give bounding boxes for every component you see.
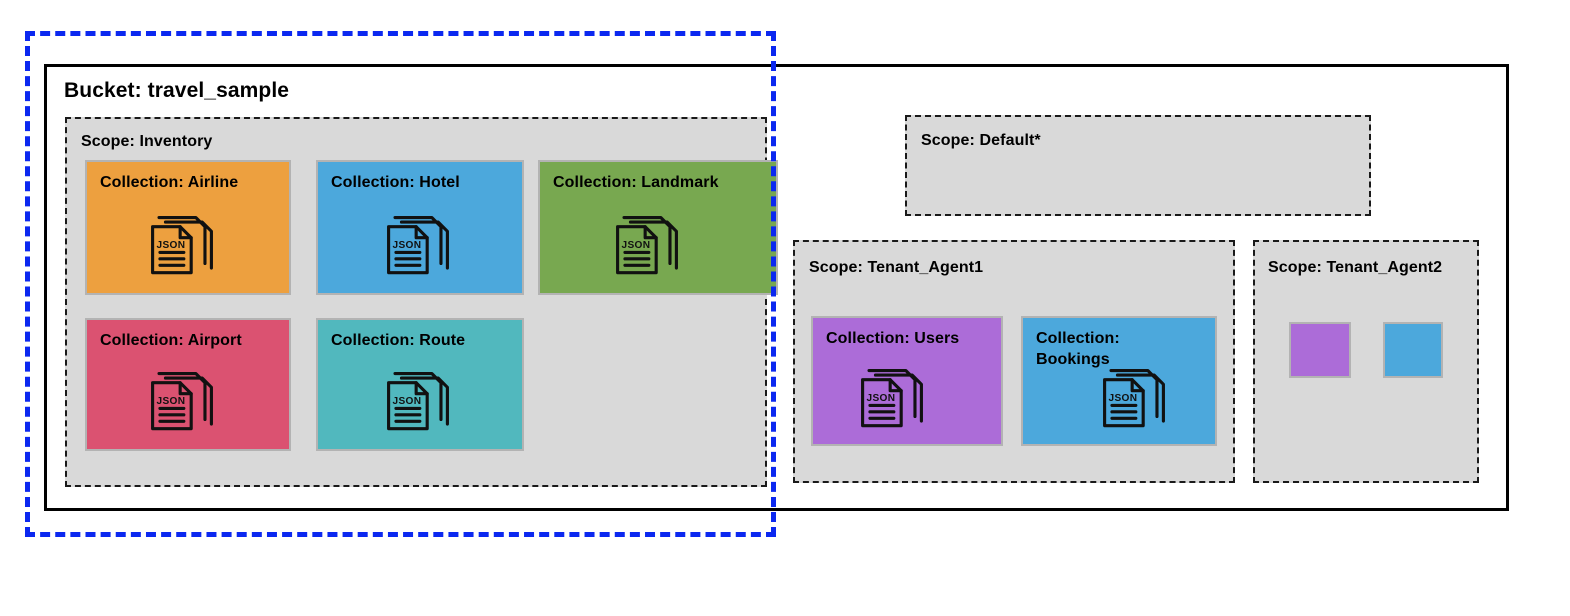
collection-swatch-purple[interactable] <box>1289 322 1351 378</box>
scope-tenant-agent1-title: Scope: Tenant_Agent1 <box>809 259 984 276</box>
bucket-container: Bucket: travel_sample Scope: Inventory S… <box>44 64 1509 511</box>
json-documents-icon: JSON <box>610 212 684 280</box>
svg-text:JSON: JSON <box>156 240 185 251</box>
collection-card-airport-label: Collection: Airport <box>100 332 242 349</box>
svg-text:JSON: JSON <box>1108 393 1137 404</box>
collection-card-users[interactable]: Collection: Users JSON <box>811 316 1003 446</box>
json-documents-icon: JSON <box>381 212 455 280</box>
collection-card-landmark-label: Collection: Landmark <box>553 174 719 191</box>
collection-card-route-label: Collection: Route <box>331 332 466 349</box>
scope-tenant-agent2[interactable]: Scope: Tenant_Agent2 <box>1253 240 1479 483</box>
collection-card-hotel[interactable]: Collection: Hotel JSON <box>316 160 524 295</box>
collection-card-users-label: Collection: Users <box>826 330 960 347</box>
collection-card-airport[interactable]: Collection: Airport JSON <box>85 318 291 451</box>
bucket-title: Bucket: travel_sample <box>64 79 290 102</box>
scope-default[interactable]: Scope: Default* <box>905 115 1371 216</box>
scope-inventory-title: Scope: Inventory <box>81 133 213 150</box>
svg-text:JSON: JSON <box>866 393 895 404</box>
json-documents-icon: JSON <box>1097 365 1171 433</box>
json-documents-icon: JSON <box>381 368 455 436</box>
collection-card-bookings[interactable]: Collection: Bookings JSON <box>1021 316 1217 446</box>
collection-card-bookings-label: Collection: Bookings <box>1036 330 1120 368</box>
collection-card-hotel-label: Collection: Hotel <box>331 174 460 191</box>
json-documents-icon: JSON <box>855 365 929 433</box>
collection-card-airline-label: Collection: Airline <box>100 174 239 191</box>
collection-card-landmark[interactable]: Collection: Landmark JSON <box>538 160 778 295</box>
svg-text:JSON: JSON <box>392 240 421 251</box>
collection-swatch-blue[interactable] <box>1383 322 1443 378</box>
json-documents-icon: JSON <box>145 212 219 280</box>
collection-card-airline[interactable]: Collection: Airline JSON <box>85 160 291 295</box>
svg-text:JSON: JSON <box>621 240 650 251</box>
scope-default-title: Scope: Default* <box>921 132 1041 149</box>
scope-tenant-agent2-title: Scope: Tenant_Agent2 <box>1268 259 1443 276</box>
svg-text:JSON: JSON <box>156 396 185 407</box>
json-documents-icon: JSON <box>145 368 219 436</box>
collection-card-route[interactable]: Collection: Route JSON <box>316 318 524 451</box>
svg-text:JSON: JSON <box>392 396 421 407</box>
